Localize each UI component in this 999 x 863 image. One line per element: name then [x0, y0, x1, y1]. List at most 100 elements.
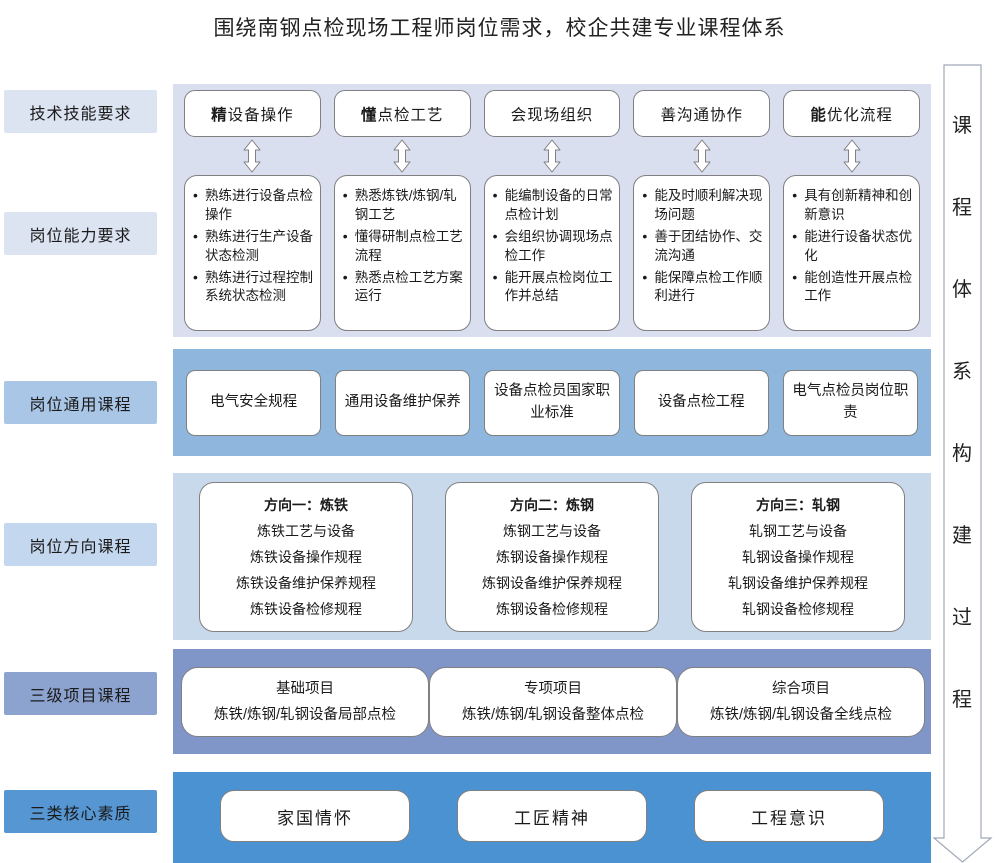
double-arrow-icon: [543, 139, 561, 173]
ability-item: 能开展点检岗位工作并总结: [489, 268, 615, 307]
skill-label: 设备操作: [227, 106, 294, 124]
project-course-box: 综合项目 炼铁/炼钢/轧钢设备全线点检: [677, 666, 925, 737]
direction-header: 方向一：炼铁: [264, 496, 348, 513]
ability-box: 能及时顺利解决现场问题 善于团结协作、交流沟通 能保障点检工作顺利进行: [633, 175, 771, 331]
diagram-title: 围绕南钢点检现场工程师岗位需求，校企共建专业课程体系: [213, 17, 786, 40]
ability-item: 懂得研制点检工艺流程: [339, 227, 465, 266]
banner-char: 建: [952, 525, 972, 547]
ability-box: 具有创新精神和创新意识 能进行设备状态优化 能创造性开展点检工作: [783, 175, 920, 331]
ability-item: 能保障点检工作顺利进行: [638, 268, 764, 307]
band-direction-courses: 方向一：炼铁 炼铁工艺与设备 炼铁设备操作规程 炼铁设备维护保养规程 炼铁设备检…: [173, 473, 931, 640]
project-course-item: 炼铁/炼钢/轧钢设备全线点检: [709, 706, 893, 723]
ability-item: 熟练进行生产设备状态检测: [189, 227, 315, 266]
banner-char: 体: [952, 279, 972, 301]
direction-course-item: 炼钢设备维护保养规程: [482, 574, 622, 591]
project-course-box: 专项项目 炼铁/炼钢/轧钢设备整体点检: [429, 666, 677, 737]
ability-item: 能进行设备状态优化: [788, 227, 914, 266]
down-arrow-banner-icon: [932, 64, 993, 863]
skill-label: 现场组织: [527, 106, 594, 124]
core-quality-box: 工程意识: [694, 790, 884, 842]
general-course-box: 设备点检员国家职业标准: [484, 369, 620, 436]
direction-course-item: 炼钢工艺与设备: [503, 522, 601, 539]
ability-item: 具有创新精神和创新意识: [788, 186, 914, 225]
direction-course-item: 炼铁设备维护保养规程: [236, 574, 376, 591]
ability-item: 能创造性开展点检工作: [788, 268, 914, 307]
banner-char: 课: [952, 115, 972, 137]
direction-course-item: 轧钢工艺与设备: [749, 522, 847, 539]
banner-char: 过: [952, 607, 972, 629]
skill-label: 优化流程: [826, 106, 893, 124]
band-project-courses: 基础项目 炼铁/炼钢/轧钢设备局部点检 专项项目 炼铁/炼钢/轧钢设备整体点检 …: [173, 649, 931, 754]
process-arrow: 课 程 体 系 构 建 过 程: [930, 64, 994, 863]
skill-label: 沟通协作: [677, 106, 744, 124]
direction-course-item: 炼铁设备检修规程: [250, 600, 362, 617]
skill-lead-char: 精: [211, 106, 228, 124]
side-label-core-qualities: 三类核心素质: [4, 790, 157, 833]
double-arrow-icon: [843, 139, 861, 173]
skill-box: 精设备操作: [184, 90, 321, 137]
ability-item: 熟练进行设备点检操作: [189, 186, 315, 225]
ability-item: 善于团结协作、交流沟通: [638, 227, 764, 266]
banner-char: 程: [952, 197, 972, 219]
general-course-box: 设备点检工程: [633, 369, 769, 436]
skill-box: 善沟通协作: [633, 90, 771, 137]
project-header: 专项项目: [524, 680, 582, 697]
band-core-qualities: 家国情怀 工匠精神 工程意识: [173, 772, 931, 863]
band-general-courses: 电气安全规程 通用设备维护保养 设备点检员国家职业标准 设备点检工程 电气点检员…: [173, 349, 931, 456]
project-header: 基础项目: [276, 680, 334, 697]
core-quality-box: 工匠精神: [457, 790, 647, 842]
ability-item: 能及时顺利解决现场问题: [638, 186, 764, 225]
direction-header: 方向三：轧钢: [756, 496, 840, 513]
direction-course-item: 轧钢设备操作规程: [742, 548, 854, 565]
direction-course-item: 轧钢设备检修规程: [742, 600, 854, 617]
skill-box: 懂点检工艺: [333, 90, 471, 137]
general-course-box: 电气点检员岗位职责: [782, 369, 918, 436]
skill-lead-char: 能: [810, 106, 827, 124]
skill-lead-char: 会: [510, 106, 528, 124]
banner-char: 程: [952, 689, 972, 711]
ability-item: 会组织协调现场点检工作: [489, 227, 615, 266]
direction-course-item: 炼铁工艺与设备: [257, 522, 355, 539]
ability-box: 能编制设备的日常点检计划 会组织协调现场点检工作 能开展点检岗位工作并总结: [483, 175, 621, 331]
skill-box: 会现场组织: [483, 90, 621, 137]
ability-box: 熟悉炼铁/炼钢/轧钢工艺 懂得研制点检工艺流程 熟悉点检工艺方案运行: [333, 175, 471, 331]
skill-box: 能优化流程: [783, 90, 920, 137]
direction-course-item: 炼钢设备操作规程: [496, 548, 608, 565]
project-course-box: 基础项目 炼铁/炼钢/轧钢设备局部点检: [181, 666, 429, 737]
double-arrow-icon: [693, 139, 711, 173]
general-course-box: 通用设备维护保养: [335, 369, 471, 436]
direction-course-item: 炼铁设备操作规程: [250, 548, 362, 565]
skill-lead-char: 懂: [360, 106, 378, 124]
direction-course-item: 炼钢设备检修规程: [496, 600, 608, 617]
banner-char: 系: [952, 361, 972, 383]
skill-lead-char: 善: [660, 106, 678, 124]
side-label-general-courses: 岗位通用课程: [4, 381, 157, 424]
double-arrow-icon: [393, 139, 411, 173]
ability-item: 能编制设备的日常点检计划: [489, 186, 615, 225]
banner-char: 构: [952, 443, 972, 465]
ability-box: 熟练进行设备点检操作 熟练进行生产设备状态检测 熟练进行过程控制系统状态检测: [184, 175, 321, 331]
ability-item: 熟练进行过程控制系统状态检测: [189, 268, 315, 307]
side-label-tech-skill-requirements: 技术技能要求: [4, 90, 157, 133]
side-label-direction-courses: 岗位方向课程: [4, 523, 157, 566]
ability-item: 熟悉点检工艺方案运行: [339, 268, 465, 307]
side-label-project-courses: 三级项目课程: [4, 672, 157, 715]
project-course-item: 炼铁/炼钢/轧钢设备整体点检: [461, 706, 645, 723]
direction-header: 方向二：炼钢: [510, 496, 594, 513]
direction-course-item: 轧钢设备维护保养规程: [728, 574, 868, 591]
side-label-post-ability-requirements: 岗位能力要求: [4, 212, 157, 255]
direction-course-box: 方向二：炼钢 炼钢工艺与设备 炼钢设备操作规程 炼钢设备维护保养规程 炼钢设备检…: [445, 481, 659, 632]
skill-label: 点检工艺: [377, 106, 444, 124]
process-arrow-label: 课 程 体 系 构 建 过 程: [930, 64, 994, 771]
general-course-box: 电气安全规程: [186, 369, 322, 436]
direction-course-box: 方向一：炼铁 炼铁工艺与设备 炼铁设备操作规程 炼铁设备维护保养规程 炼铁设备检…: [199, 481, 413, 632]
project-header: 综合项目: [772, 680, 830, 697]
double-arrow-icon: [243, 139, 261, 173]
